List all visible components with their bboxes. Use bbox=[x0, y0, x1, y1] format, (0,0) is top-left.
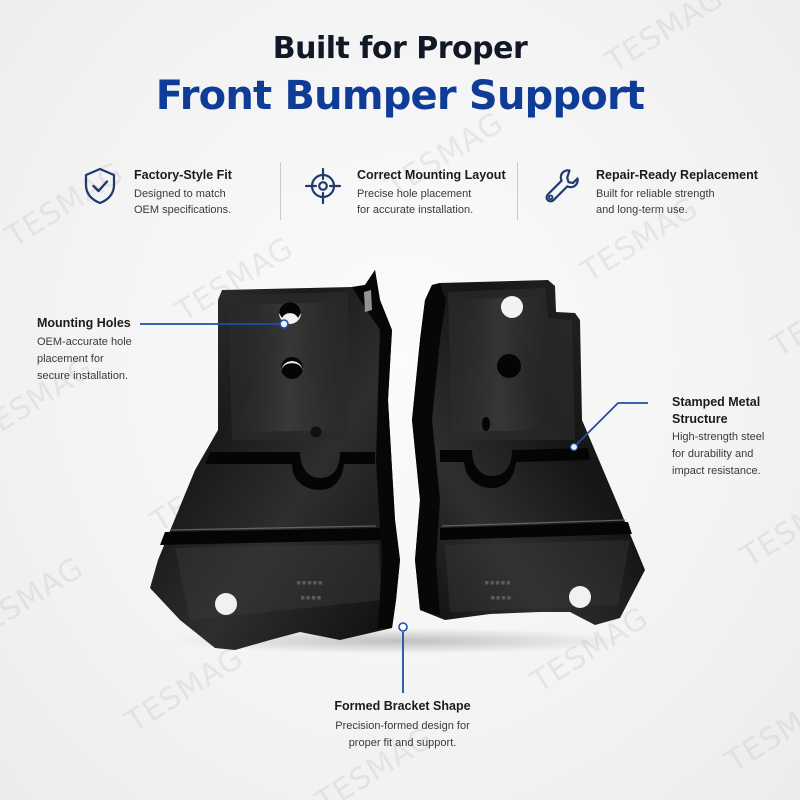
heading-line-2: Front Bumper Support bbox=[155, 73, 645, 119]
feature-strip: Factory-Style Fit Designed to match OEM … bbox=[0, 160, 800, 230]
callout-desc-line: impact resistance. bbox=[672, 465, 761, 477]
callout-desc-line: OEM-accurate hole bbox=[37, 336, 132, 348]
callout-desc-line: for durability and bbox=[672, 448, 754, 460]
wrench-icon bbox=[545, 169, 579, 203]
part-number-emboss: ▪▪▪▪▪ bbox=[296, 578, 323, 588]
callout-title-mounting-holes: Mounting Holes bbox=[37, 316, 131, 330]
left-bracket: ▪▪▪▪▪ ▪▪▪▪ bbox=[150, 270, 400, 650]
part-number-emboss: ▪▪▪▪▪ bbox=[484, 578, 511, 588]
feature-correct-mounting-layout: Correct Mounting Layout Precise hole pla… bbox=[303, 160, 506, 224]
feature-repair-ready-replacement: Repair-Ready Replacement Built for relia… bbox=[542, 160, 758, 224]
callout-desc-stamped-metal: High-strength steel for durability and i… bbox=[672, 429, 764, 480]
callout-title-stamped-metal: Stamped Metal Structure bbox=[672, 394, 760, 428]
crosshair-target-icon bbox=[304, 167, 342, 205]
right-bracket: ▪▪▪▪▪ ▪▪▪▪ bbox=[412, 280, 645, 625]
feature-title: Factory-Style Fit bbox=[134, 168, 232, 182]
feature-desc-line: for accurate installation. bbox=[357, 204, 474, 216]
callout-title-line: Stamped Metal bbox=[672, 395, 761, 409]
feature-desc: Built for reliable strength and long-ter… bbox=[596, 186, 758, 218]
callout-desc-line: secure installation. bbox=[37, 370, 129, 382]
callout-desc-line: placement for bbox=[37, 353, 104, 365]
feature-title: Repair-Ready Replacement bbox=[596, 168, 758, 182]
callout-desc-formed-bracket: Precision-formed design for proper fit a… bbox=[300, 718, 505, 752]
feature-desc: Designed to match OEM specifications. bbox=[134, 186, 232, 218]
feature-desc-line: Designed to match bbox=[134, 188, 226, 200]
page-heading: Built for Proper Front Bumper Support bbox=[0, 30, 800, 122]
feature-desc-line: Precise hole placement bbox=[357, 188, 472, 200]
callout-desc-line: proper fit and support. bbox=[348, 737, 457, 749]
feature-desc-line: and long-term use. bbox=[596, 204, 688, 216]
heading-line-1: Built for Proper bbox=[272, 31, 528, 66]
callout-title-line: Structure bbox=[672, 412, 728, 426]
feature-title: Correct Mounting Layout bbox=[357, 168, 506, 182]
feature-factory-style-fit: Factory-Style Fit Designed to match OEM … bbox=[80, 160, 232, 224]
svg-text:▪▪▪▪: ▪▪▪▪ bbox=[300, 593, 322, 603]
callout-title-formed-bracket: Formed Bracket Shape bbox=[334, 699, 471, 713]
feature-divider bbox=[280, 162, 281, 220]
feature-desc: Precise hole placement for accurate inst… bbox=[357, 186, 506, 218]
callout-desc-line: High-strength steel bbox=[672, 431, 765, 443]
svg-text:▪▪▪▪: ▪▪▪▪ bbox=[490, 593, 512, 603]
feature-divider bbox=[517, 162, 518, 220]
feature-desc-line: OEM specifications. bbox=[134, 204, 232, 216]
shield-check-icon bbox=[84, 167, 116, 205]
callout-desc-mounting-holes: OEM-accurate hole placement for secure i… bbox=[37, 334, 132, 385]
callout-desc-line: Precision-formed design for bbox=[335, 720, 470, 732]
feature-desc-line: Built for reliable strength bbox=[596, 188, 715, 200]
